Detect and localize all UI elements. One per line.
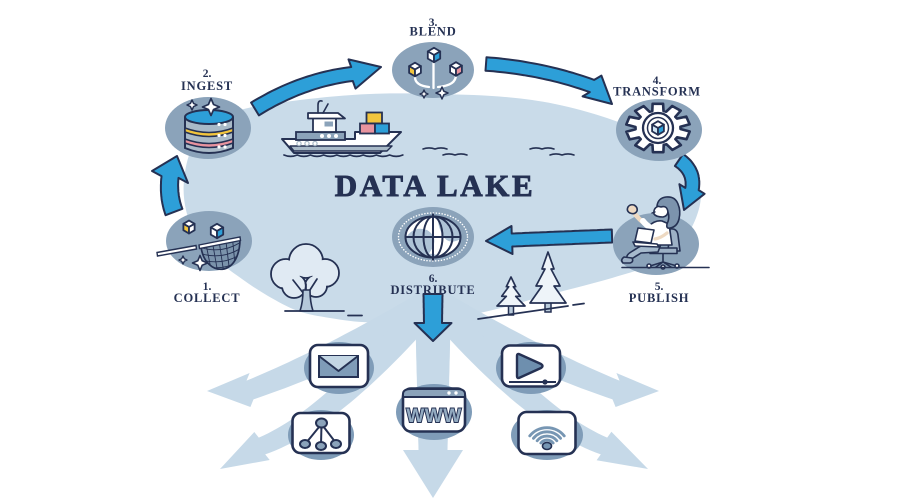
svg-text:DATA LAKE: DATA LAKE: [335, 168, 536, 203]
svg-text:1.: 1.: [203, 281, 212, 293]
svg-text:6.: 6.: [429, 273, 438, 285]
svg-text:INGEST: INGEST: [181, 79, 233, 93]
svg-text:COLLECT: COLLECT: [174, 291, 241, 305]
svg-text:DISTRIBUTE: DISTRIBUTE: [390, 283, 475, 297]
svg-text:TRANSFORM: TRANSFORM: [613, 85, 701, 99]
svg-text:4.: 4.: [653, 75, 662, 87]
svg-text:PUBLISH: PUBLISH: [629, 291, 689, 305]
svg-text:3.: 3.: [429, 17, 438, 29]
svg-text:2.: 2.: [203, 68, 212, 80]
svg-text:5.: 5.: [655, 281, 664, 293]
svg-text:BLEND: BLEND: [409, 25, 456, 39]
svg-text:WWW: WWW: [406, 406, 461, 427]
